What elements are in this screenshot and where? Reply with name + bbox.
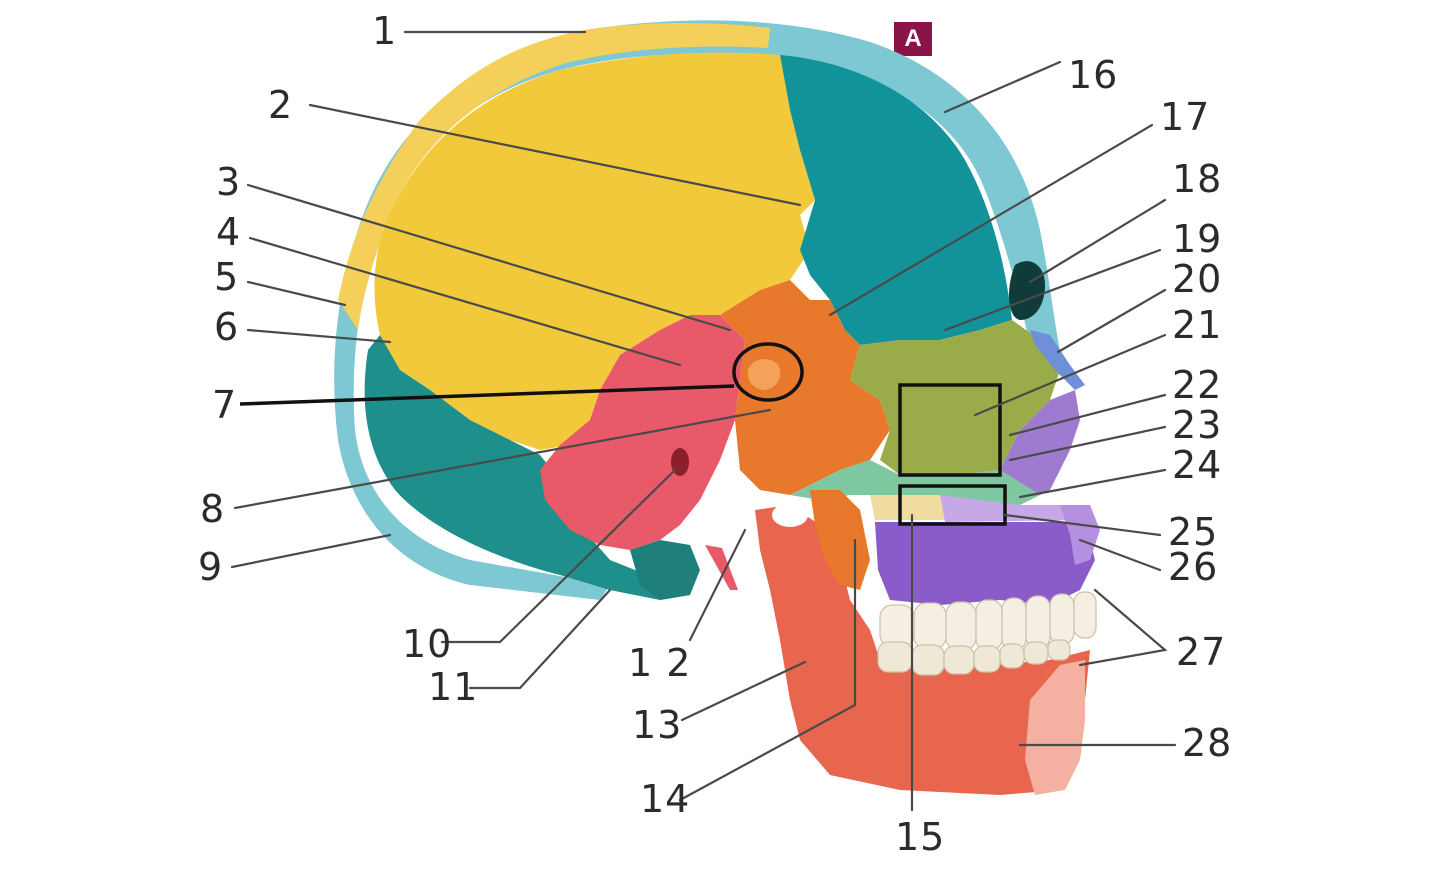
label-21: 21 <box>1172 303 1222 347</box>
leader-22 <box>1008 393 1167 437</box>
label-13: 13 <box>632 703 682 747</box>
occipital-bone <box>364 335 690 600</box>
palatine-process <box>940 495 1085 522</box>
ethmoid-bone <box>850 320 1060 475</box>
sphenoid-bone <box>720 280 890 495</box>
maxilla-front <box>1060 505 1100 565</box>
label-6: 6 <box>214 305 239 349</box>
parietal-cut-strip <box>338 23 770 330</box>
leader-13 <box>680 660 807 722</box>
leader-16 <box>943 60 1062 114</box>
skull-illustration <box>334 20 1100 795</box>
leader-2 <box>308 103 802 207</box>
label-25: 25 <box>1168 510 1218 554</box>
leader-9 <box>230 533 392 569</box>
leader-24 <box>1018 468 1167 499</box>
leader-lines <box>230 30 1177 812</box>
label-26: 26 <box>1168 545 1218 589</box>
vomer <box>1000 390 1080 495</box>
label-15: 15 <box>895 815 945 859</box>
label-14: 14 <box>640 777 690 821</box>
lower-teeth <box>877 639 1071 676</box>
label-11: 11 <box>428 665 478 709</box>
styloid-process <box>705 545 738 590</box>
leader-25 <box>1003 513 1162 537</box>
label-3: 3 <box>216 160 241 204</box>
sella-turcica-circle <box>732 342 804 402</box>
leader-20 <box>1056 288 1167 354</box>
label-1: 1 <box>372 9 397 53</box>
label-4: 4 <box>216 210 241 254</box>
label-20: 20 <box>1172 257 1222 301</box>
leader-21 <box>973 333 1167 417</box>
upper-teeth <box>879 591 1097 651</box>
leader-14 <box>678 538 857 802</box>
frontal-sinus <box>1008 261 1045 320</box>
label-2: 2 <box>268 83 293 127</box>
occipital-condyle <box>630 540 700 600</box>
leader-5 <box>246 280 347 307</box>
label-27: 27 <box>1176 630 1226 674</box>
palatine-bone <box>870 495 945 520</box>
sella-turcica <box>747 358 781 390</box>
leader-19 <box>943 248 1162 332</box>
label-24: 24 <box>1172 443 1222 487</box>
external-acoustic-meatus <box>671 448 689 476</box>
label-23: 23 <box>1172 403 1222 447</box>
calvaria-cut-edge <box>334 20 1062 600</box>
leader-26 <box>1078 538 1162 572</box>
label-19: 19 <box>1172 217 1222 261</box>
label-17: 17 <box>1160 95 1210 139</box>
label-5: 5 <box>214 255 239 299</box>
label-7: 7 <box>212 383 237 427</box>
number-labels: 1 2 3 4 5 6 7 8 9 10 11 1 2 13 14 15 16 … <box>198 9 1232 859</box>
palate-highlight-box <box>898 484 1007 526</box>
frontal-bone <box>780 55 1012 345</box>
leader-23 <box>1008 425 1167 462</box>
leader-27 <box>1078 588 1168 667</box>
concha-highlight-box <box>898 383 1002 477</box>
leader-6 <box>246 328 392 344</box>
sphenoid-sinus-opening <box>772 503 808 527</box>
leader-11 <box>468 588 612 690</box>
label-12: 1 2 <box>628 641 691 685</box>
label-16: 16 <box>1068 53 1118 97</box>
label-9: 9 <box>198 545 223 589</box>
label-18: 18 <box>1172 157 1222 201</box>
panel-letter-badge: A <box>894 22 932 56</box>
leader-7 <box>239 384 735 406</box>
maxilla <box>875 522 1095 605</box>
label-22: 22 <box>1172 363 1222 407</box>
leader-8 <box>233 408 772 510</box>
mental-region <box>1025 660 1085 795</box>
leader-10 <box>440 468 677 644</box>
inferior-concha <box>790 460 1040 505</box>
label-28: 28 <box>1182 721 1232 765</box>
leader-3 <box>246 183 732 332</box>
leader-17 <box>828 123 1154 317</box>
label-8: 8 <box>200 487 225 531</box>
label-10: 10 <box>402 622 452 666</box>
leader-12 <box>688 528 747 642</box>
leader-18 <box>1028 198 1167 284</box>
parietal-bone <box>374 52 815 450</box>
leader-4 <box>248 236 682 367</box>
